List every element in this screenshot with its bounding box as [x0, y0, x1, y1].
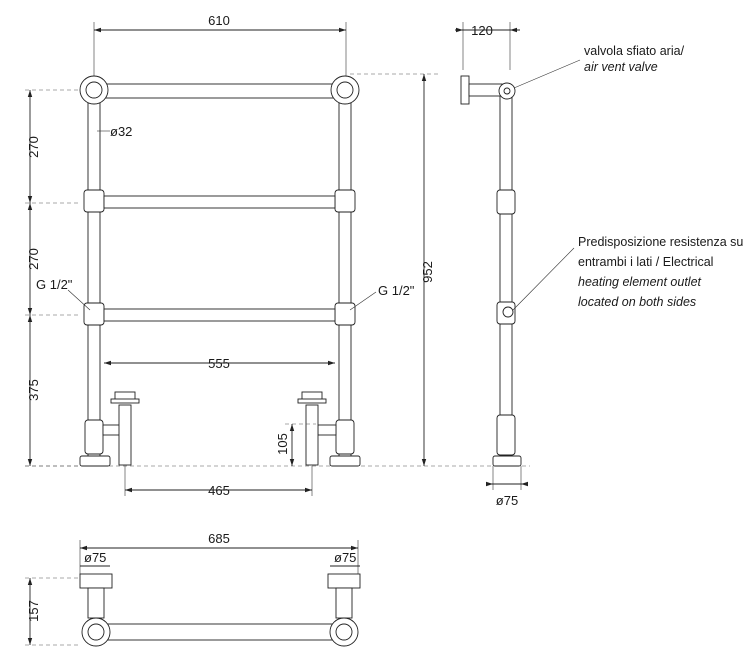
right-leg [329, 91, 361, 467]
height-total-label: 952 [420, 261, 435, 283]
height-bottom-label: 375 [26, 379, 41, 401]
depth-overall-label: 685 [208, 531, 230, 546]
valve-height-label: 105 [275, 433, 290, 455]
right-valve [297, 391, 337, 466]
vent-note: valvola sfiato aria/ air vent valve [584, 44, 688, 74]
side-leg [499, 95, 513, 457]
foot-left-label: ø75 [84, 550, 106, 565]
front-view: 610 270 270 375 952 [25, 13, 530, 498]
foot-diameter-label: ø75 [496, 493, 518, 508]
dimension-952: 952 [350, 73, 440, 466]
width-overall-label: 610 [208, 13, 230, 28]
valve-spacing-label: 465 [208, 483, 230, 498]
top-foot-right [327, 573, 361, 589]
dimension-555: 555 [104, 356, 335, 371]
left-valve [102, 391, 140, 466]
top-view: 685 ø75 ø75 157 [25, 531, 361, 647]
element-outlet [502, 306, 514, 318]
height-top-label: 270 [26, 136, 41, 158]
foot-right-label: ø75 [334, 550, 356, 565]
middle-rail [103, 195, 336, 209]
bottom-rail [103, 308, 336, 322]
side-view: 120 valvola sfiato aria/ air vent valve … [455, 22, 747, 508]
wall-offset-label: 120 [471, 23, 493, 38]
dimension-685: 685 [79, 531, 359, 575]
dimension-105: 105 [275, 423, 316, 466]
thread-right-label: G 1/2" [378, 283, 415, 298]
left-leg [79, 91, 111, 467]
wall-bracket [460, 75, 470, 105]
element-note: Predisposizione resistenza su entrambi i… [578, 235, 747, 309]
dimension-120: 120 [455, 22, 520, 70]
height-middle-label: 270 [26, 248, 41, 270]
width-between-legs-label: 555 [208, 356, 230, 371]
pipe-diameter-label: ø32 [110, 124, 132, 139]
top-foot-left [79, 573, 113, 589]
dimension-610: 610 [93, 13, 347, 80]
dimension-465: 465 [124, 466, 313, 498]
depth-label: 157 [26, 600, 41, 622]
thread-left-label: G 1/2" [36, 277, 73, 292]
top-rail [79, 75, 360, 105]
top-view-rail [103, 623, 337, 641]
dimension-157: 157 [25, 577, 80, 646]
side-foot [492, 455, 522, 467]
